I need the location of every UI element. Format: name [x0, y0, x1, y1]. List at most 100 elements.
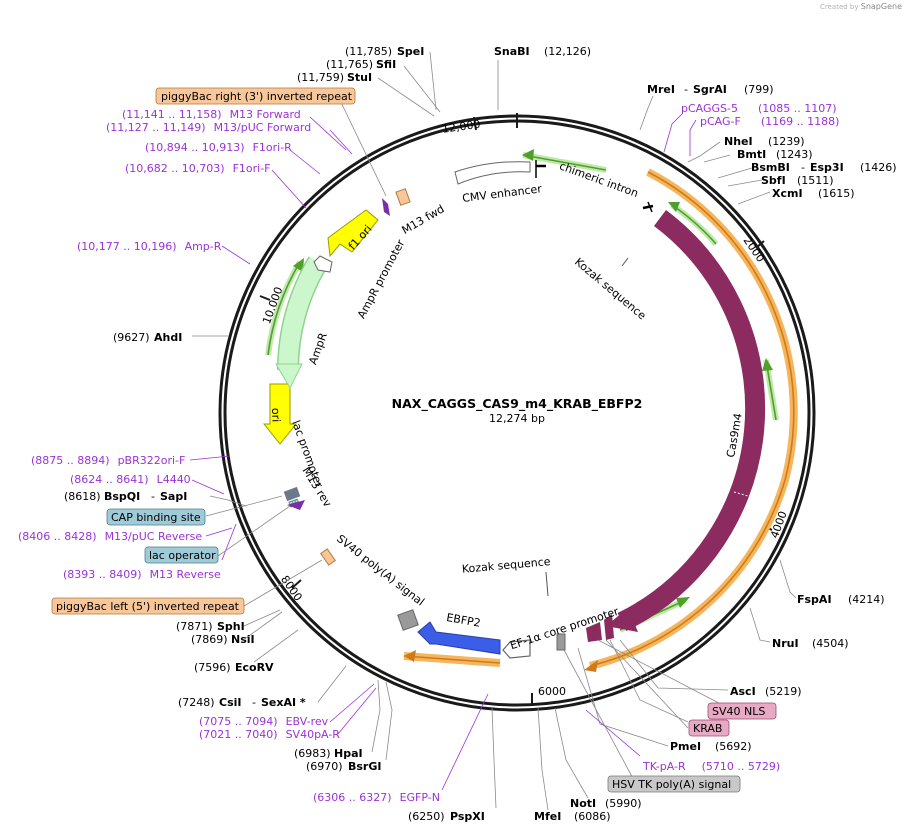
site-nsii-pos: (7869) [191, 633, 228, 646]
site-spei-pos: (11,785) [345, 45, 392, 58]
site-bmti-pos: (1243) [776, 148, 813, 161]
primer-leaders [189, 113, 697, 791]
primer-tkpar: TK-pA-R(5710 .. 5729) [642, 760, 780, 773]
site-snabi-pos: (12,126) [544, 45, 591, 58]
site-stui-pos: (11,759) [297, 71, 344, 84]
site-sgrai: SgrAI [693, 83, 727, 96]
label-kozak-1: Kozak sequence [572, 255, 649, 322]
site-bspqi-pos: (8618) [64, 490, 101, 503]
box-cap-binding-site: CAP binding site [111, 511, 201, 524]
label-ori: ori [269, 408, 282, 423]
site-sphi-pos: (7871) [176, 620, 213, 633]
site-sfii: SfiI [376, 58, 396, 71]
site-mfei-pos: (6086) [574, 810, 611, 823]
inner-leaders [545, 257, 629, 597]
site-sfii-pos: (11,765) [326, 58, 373, 71]
site-ecorv: EcoRV [235, 661, 274, 674]
label-chimeric-intron: chimeric intron [558, 159, 640, 200]
site-sapi: SapI [160, 490, 187, 503]
site-noti-pos: (5990) [605, 797, 642, 810]
site-nsii: NsiI [231, 633, 255, 646]
site-pmei-pos: (5692) [715, 740, 752, 753]
site-esp3i-pos: (1426) [860, 161, 897, 174]
site-fspai-pos: (4214) [848, 593, 885, 606]
site-snabi: SnaBI [494, 45, 530, 58]
site-nhei-pos: (1239) [768, 135, 805, 148]
primer-m13-reverse: (8393 .. 8409)M13 Reverse [63, 568, 221, 581]
site-nhei: NheI [724, 135, 753, 148]
plasmid-name: NAX_CAGGS_CAS9_m4_KRAB_EBFP2 [392, 396, 643, 412]
primer-amp-r: (10,177 .. 10,196)Amp-R [77, 240, 222, 253]
site-csii-dash: - [252, 696, 256, 709]
site-srei-dash: - [684, 83, 688, 96]
site-mfei: MfeI [534, 810, 561, 823]
site-sexai: SexAI * [261, 696, 306, 709]
f1-ori-feature[interactable] [327, 209, 379, 258]
site-nrui: NruI [772, 637, 799, 650]
site-ahdi: AhdI [154, 331, 182, 344]
ef1a-promoter-feature[interactable] [502, 639, 531, 659]
primer-f1ori-r: (10,894 .. 10,913)F1ori-R [145, 141, 292, 154]
sv40-polya-feature[interactable] [397, 609, 419, 631]
primer-pbr322ori-f: (8875 .. 8894)pBR322ori-F [31, 454, 185, 467]
ampr-promoter-feature[interactable] [313, 255, 333, 273]
site-pspxi-pos: (6250) [408, 810, 445, 823]
tick-12000: 12,000 [441, 118, 481, 136]
primer-pcaggs5: pCAGGS-5(1085 .. 1107) [681, 102, 837, 115]
ori-feature[interactable] [262, 383, 298, 445]
box-hsv-tk-polya: HSV TK poly(A) signal [612, 778, 731, 791]
site-bsmbi: BsmBI [751, 161, 790, 174]
site-sphi: SphI [217, 620, 245, 633]
site-hpai: HpaI [334, 747, 363, 760]
site-fspai: FspAI [797, 593, 832, 606]
primer-m13forward: (11,141 .. 11,158)M13 Forward [122, 108, 301, 121]
primer-pcagf: pCAG-F(1169 .. 1188) [700, 115, 839, 128]
left-site-labels: (11,785) SpeI (11,765) SfiI (11,759) Stu… [64, 45, 424, 773]
credit: Created by SnapGene [820, 2, 902, 11]
site-stui: StuI [347, 71, 372, 84]
site-noti: NotI [570, 797, 596, 810]
box-sv40-nls: SV40 NLS [712, 705, 765, 718]
piggybac-right-mark [395, 188, 411, 206]
cmv-enhancer-feature[interactable] [454, 161, 531, 185]
label-sv40-polya: SV40 poly(A) signal [334, 532, 427, 608]
right-site-labels: SnaBI (12,126) MreI - SgrAI (799) NheI (… [408, 45, 897, 823]
ampr-feature[interactable] [275, 256, 328, 390]
site-bsrgi-pos: (6970) [306, 760, 343, 773]
cas9m4-feature[interactable] [606, 210, 766, 632]
orange-bands [403, 168, 798, 672]
site-csii-pos: (7248) [178, 696, 215, 709]
site-xcmi: XcmI [772, 187, 803, 200]
ebfp2-feature[interactable] [417, 621, 501, 655]
site-asci: AscI [730, 685, 756, 698]
site-bspqi-dash: - [151, 490, 155, 503]
nls-krab-marks [586, 614, 614, 642]
site-asci-pos: (5219) [765, 685, 802, 698]
m13-fwd-mark [382, 198, 390, 216]
site-bspqi: BspQI [104, 490, 140, 503]
box-piggybac-right: piggyBac right (3') inverted repeat [161, 90, 353, 103]
primer-labels: pCAGGS-5(1085 .. 1107) pCAG-F(1169 .. 11… [18, 102, 839, 804]
primer-f1ori-f: (10,682 .. 10,703)F1ori-F [125, 162, 271, 175]
site-bmti: BmtI [737, 148, 766, 161]
backbone-ticks [259, 113, 773, 705]
tick-6000: 6000 [538, 685, 566, 698]
site-pspxi: PspXI [450, 810, 485, 823]
label-ebfp2: EBFP2 [445, 611, 481, 630]
label-m13-fwd: M13 fwd [400, 202, 447, 237]
site-ahdi-pos: (9627) [113, 331, 150, 344]
box-lac-operator: lac operator [149, 549, 216, 562]
site-xcmi-pos: (1615) [818, 187, 855, 200]
credit-text: Created by [820, 3, 859, 11]
hsv-tk-polya-mark [556, 633, 566, 651]
site-sbfi: SbfI [761, 174, 786, 187]
primer-m13puc-reverse: (8406 .. 8428)M13/pUC Reverse [18, 530, 202, 543]
primer-m13puc-forward: (11,127 .. 11,149)M13/pUC Forward [106, 121, 311, 134]
boxed-labels: piggyBac right (3') inverted repeat CAP … [51, 87, 777, 793]
site-hpai-pos: (6983) [294, 747, 331, 760]
primer-sv40pa-r: (7021 .. 7040)SV40pA-R [199, 728, 340, 741]
label-kozak-2: Kozak sequence [461, 555, 551, 576]
label-ampr-promoter: AmpR promoter [355, 237, 408, 321]
site-bsmbi-dash: - [801, 161, 805, 174]
site-pmei: PmeI [670, 740, 701, 753]
